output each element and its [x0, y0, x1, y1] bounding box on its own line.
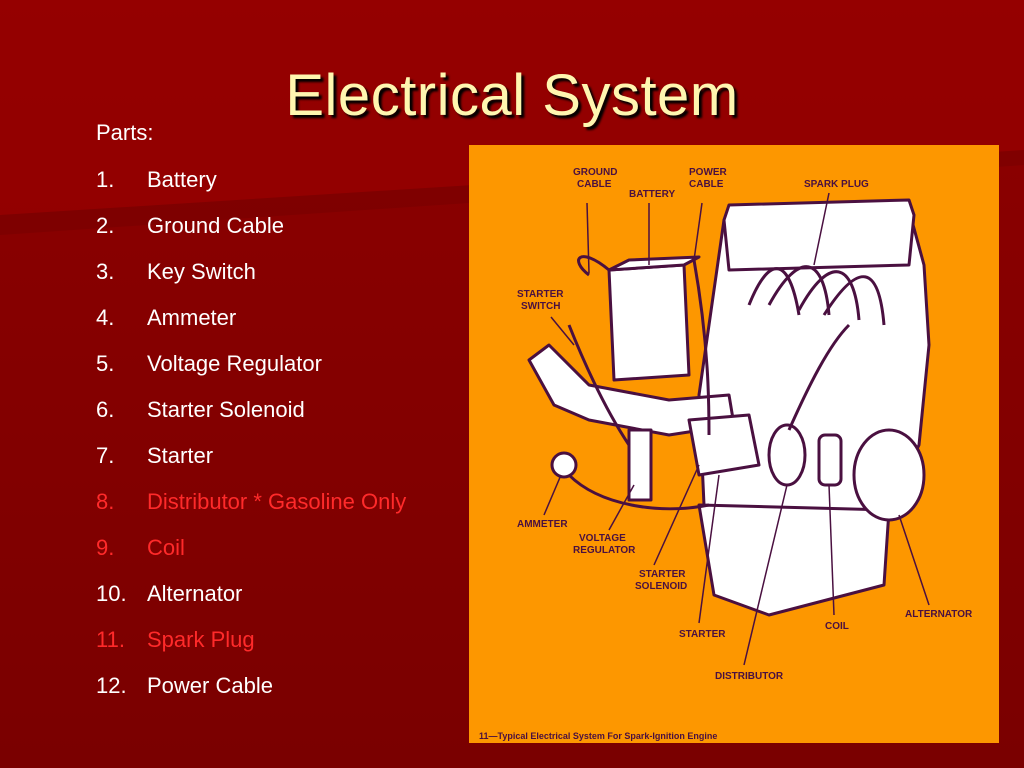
- list-item: 4. Ammeter: [96, 302, 436, 333]
- list-item: 2. Ground Cable: [96, 210, 436, 241]
- label-power-cable: POWER: [689, 167, 728, 178]
- engine-diagram-drawing: GROUND CABLE BATTERY POWER CABLE SPARK P…: [517, 167, 973, 682]
- list-item-highlighted: 8. Distributor * Gasoline Only: [96, 486, 436, 517]
- label-ground-cable-2: CABLE: [577, 179, 612, 190]
- list-item-label: Voltage Regulator: [147, 351, 322, 376]
- list-item-label: Battery: [147, 167, 217, 192]
- list-item-number: 3.: [96, 259, 115, 284]
- label-battery: BATTERY: [629, 189, 675, 200]
- ammeter-shape: [550, 451, 578, 479]
- label-starter-switch-2: SWITCH: [521, 301, 560, 312]
- label-starter-solenoid-2: SOLENOID: [635, 581, 687, 592]
- list-item: 3. Key Switch: [96, 256, 436, 287]
- parts-heading: Parts:: [96, 120, 154, 145]
- list-item: 1. Battery: [96, 164, 436, 195]
- label-ground-cable: GROUND: [573, 167, 617, 178]
- list-item-number: 7.: [96, 443, 115, 468]
- list-item-highlighted: 11. Spark Plug: [96, 624, 436, 655]
- list-item-label: Ground Cable: [147, 213, 284, 238]
- list-item-label: Alternator: [147, 581, 243, 606]
- list-item: 10. Alternator: [96, 578, 436, 609]
- list-item-number: 10.: [96, 581, 127, 606]
- list-item-label: Distributor * Gasoline Only: [147, 489, 407, 514]
- list-item: 6. Starter Solenoid: [96, 394, 436, 425]
- label-spark-plug: SPARK PLUG: [804, 179, 869, 190]
- oil-pan-shape: [697, 503, 891, 617]
- label-starter-solenoid: STARTER: [639, 569, 686, 580]
- label-starter: STARTER: [679, 629, 726, 640]
- list-item: 12. Power Cable: [96, 670, 436, 701]
- list-item-label: Ammeter: [147, 305, 237, 330]
- regulator-shape: [627, 428, 653, 502]
- list-item-number: 6.: [96, 397, 115, 422]
- battery-shape: [607, 263, 691, 382]
- list-item-highlighted: 9. Coil: [96, 532, 436, 563]
- parts-list: 1. Battery 2. Ground Cable 3. Key Switch…: [96, 164, 436, 716]
- coil-shape: [817, 433, 843, 487]
- list-item-number: 11.: [96, 627, 125, 652]
- starter-shape: [687, 413, 761, 477]
- list-item-number: 2.: [96, 213, 115, 238]
- slide-title: Electrical System: [285, 63, 739, 128]
- list-item-label: Starter Solenoid: [147, 397, 305, 422]
- label-starter-switch: STARTER: [517, 289, 564, 300]
- list-item-label: Power Cable: [147, 673, 273, 698]
- label-voltage-regulator: VOLTAGE: [579, 533, 626, 544]
- list-item: 5. Voltage Regulator: [96, 348, 436, 379]
- list-item-label: Coil: [147, 535, 185, 560]
- list-item-number: 9.: [96, 535, 115, 560]
- list-item: 7. Starter: [96, 440, 436, 471]
- label-voltage-regulator-2: REGULATOR: [573, 545, 636, 556]
- engine-electrical-diagram: GROUND CABLE BATTERY POWER CABLE SPARK P…: [469, 145, 999, 743]
- list-item-label: Spark Plug: [147, 627, 255, 652]
- list-item-number: 4.: [96, 305, 115, 330]
- list-item-number: 12.: [96, 673, 127, 698]
- list-item-number: 8.: [96, 489, 115, 514]
- valve-cover-shape: [722, 198, 916, 272]
- list-item-number: 5.: [96, 351, 115, 376]
- list-item-number: 1.: [96, 167, 115, 192]
- list-item-label: Key Switch: [147, 259, 256, 284]
- label-power-cable-2: CABLE: [689, 179, 724, 190]
- list-item-label: Starter: [147, 443, 214, 468]
- manifold-shape: [527, 343, 736, 437]
- label-ammeter: AMMETER: [517, 519, 568, 530]
- diagram-caption: 11—Typical Electrical System For Spark-I…: [479, 731, 718, 741]
- label-coil: COIL: [825, 621, 849, 632]
- distributor-shape: [767, 423, 807, 487]
- label-alternator: ALTERNATOR: [905, 609, 973, 620]
- label-distributor: DISTRIBUTOR: [715, 671, 784, 682]
- alternator-shape: [852, 428, 926, 522]
